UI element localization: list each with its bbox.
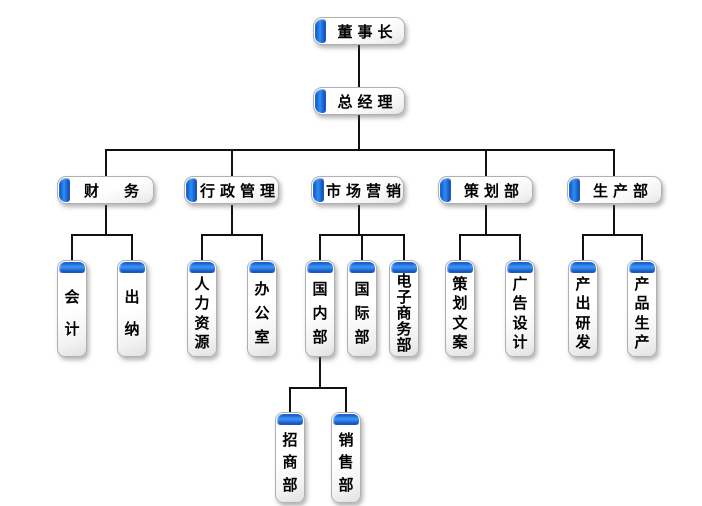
connector-line [319,357,321,388]
blue-accent-bar-icon [629,262,655,273]
connector-line [582,234,643,236]
org-node-marketing: 市场营销 [311,176,404,204]
org-node-investment-dept: 招商部 [275,412,305,503]
org-node-label: 产出研发 [575,275,591,351]
connector-line [358,115,360,151]
connector-line [641,234,643,261]
org-node-label: 市场营销 [326,181,407,200]
org-node-label: 电子商务部 [396,272,412,354]
org-node-accounting: 会计 [57,260,87,357]
org-node-label: 办公室 [254,280,270,346]
org-node-label: 生产部 [592,181,653,200]
org-node-label: 出纳 [124,288,140,338]
org-node-planning-copy: 策划文案 [445,260,475,357]
blue-accent-bar-icon [315,19,326,43]
org-node-sales-dept: 销售部 [331,412,361,503]
blue-accent-bar-icon [569,178,580,202]
blue-accent-bar-icon [186,178,197,202]
connector-line [201,234,263,236]
connector-line [582,234,584,261]
org-node-general-manager: 总经理 [313,87,405,115]
org-node-international-dept: 国际部 [347,260,377,357]
blue-accent-bar-icon [391,262,417,273]
connector-line [105,149,615,151]
org-node-planning: 策划部 [438,176,533,204]
connector-line [459,234,521,236]
org-node-ad-design: 广告设计 [505,260,535,357]
org-node-domestic-dept: 国内部 [305,260,335,357]
org-node-production: 生产部 [567,176,662,204]
org-node-label: 策划部 [463,181,524,200]
connector-line [261,234,263,261]
org-node-label: 董事长 [337,22,398,41]
connector-line [71,234,133,236]
connector-line [201,234,203,261]
org-node-label: 销售部 [338,430,354,494]
org-node-label: 行政管理 [200,181,281,200]
org-node-label: 产品生产 [634,275,650,351]
blue-accent-bar-icon [447,262,473,273]
org-node-administration: 行政管理 [184,176,279,204]
org-node-label: 人力资源 [194,275,210,351]
org-node-label: 总经理 [337,92,398,111]
blue-accent-bar-icon [570,262,596,273]
connector-line [358,45,360,87]
org-node-label: 广告设计 [512,275,528,351]
connector-line [105,205,107,235]
blue-accent-bar-icon [313,178,324,202]
org-node-label: 国内部 [312,280,328,346]
connector-line [131,234,133,261]
blue-accent-bar-icon [349,262,375,273]
connector-line [485,205,487,235]
connector-line [319,234,321,261]
connector-line [231,149,233,176]
connector-line [459,234,461,261]
org-node-office: 办公室 [247,260,277,357]
org-node-cashier: 出纳 [117,260,147,357]
blue-accent-bar-icon [440,178,451,202]
blue-accent-bar-icon [315,89,326,113]
connector-line [519,234,521,261]
connector-line [71,234,73,261]
blue-accent-bar-icon [249,262,275,273]
connector-line [231,205,233,235]
connector-line [358,205,360,235]
org-node-label: 招商部 [282,430,298,494]
connector-line [289,387,291,412]
connector-line [345,387,347,412]
org-node-label: 财 务 [83,181,144,200]
connector-line [289,387,347,389]
org-node-label: 会计 [64,288,80,338]
org-node-label: 国际部 [354,280,370,346]
blue-accent-bar-icon [307,262,333,273]
org-node-product-production: 产品生产 [627,260,657,357]
connector-line [485,149,487,176]
blue-accent-bar-icon [59,178,70,202]
connector-line [613,205,615,235]
blue-accent-bar-icon [333,414,359,425]
org-node-ecommerce-dept: 电子商务部 [389,260,419,357]
blue-accent-bar-icon [119,262,145,273]
connector-line [361,234,363,261]
org-node-finance: 财 务 [57,176,154,204]
blue-accent-bar-icon [507,262,533,273]
blue-accent-bar-icon [189,262,215,273]
blue-accent-bar-icon [59,262,85,273]
org-node-label: 策划文案 [452,275,468,351]
connector-line [403,234,405,261]
connector-line [105,149,107,176]
connector-line [613,149,615,176]
org-node-chairman: 董事长 [313,17,405,45]
org-node-human-resources: 人力资源 [187,260,217,357]
blue-accent-bar-icon [277,414,303,425]
org-node-output-rnd: 产出研发 [568,260,598,357]
